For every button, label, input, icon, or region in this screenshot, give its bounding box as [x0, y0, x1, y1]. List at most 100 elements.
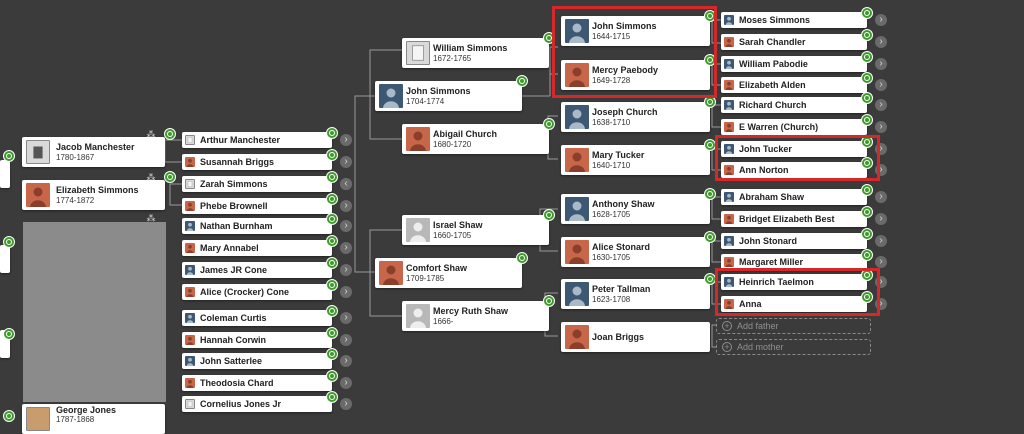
- record-hint-icon[interactable]: [861, 249, 873, 261]
- record-hint-icon[interactable]: [326, 391, 338, 403]
- record-hint-icon[interactable]: [861, 157, 873, 169]
- collapse-chevron-left-icon[interactable]: ‹: [340, 178, 352, 190]
- person-card-bridget-elizabeth-best[interactable]: Bridget Elizabeth Best: [721, 211, 867, 227]
- record-hint-icon[interactable]: [164, 128, 176, 140]
- person-card-george-jones[interactable]: George Jones 1787-1868: [22, 404, 165, 434]
- expand-chevron-right-icon[interactable]: ›: [340, 220, 352, 232]
- record-hint-icon[interactable]: [326, 127, 338, 139]
- person-card-theodosia-chard[interactable]: Theodosia Chard: [182, 375, 332, 391]
- expand-chevron-right-icon[interactable]: ›: [875, 235, 887, 247]
- person-card-sarah-chandler[interactable]: Sarah Chandler: [721, 34, 867, 50]
- record-hint-icon[interactable]: [704, 54, 716, 66]
- expand-chevron-right-icon[interactable]: ›: [340, 334, 352, 346]
- record-hint-icon[interactable]: [861, 92, 873, 104]
- add-father-button[interactable]: + Add father: [716, 318, 871, 334]
- person-card-mary-annabel[interactable]: Mary Annabel: [182, 240, 332, 256]
- record-hint-icon[interactable]: [326, 149, 338, 161]
- add-mother-button[interactable]: + Add mother: [716, 339, 871, 355]
- record-hint-icon[interactable]: [543, 118, 555, 130]
- record-hint-icon[interactable]: [326, 279, 338, 291]
- person-card-joan-briggs[interactable]: Joan Briggs: [561, 322, 710, 352]
- expand-chevron-right-icon[interactable]: ›: [875, 256, 887, 268]
- expand-chevron-right-icon[interactable]: ›: [875, 213, 887, 225]
- expand-chevron-right-icon[interactable]: ›: [875, 58, 887, 70]
- person-card-jacob-manchester[interactable]: Jacob Manchester 1780-1867: [22, 137, 165, 167]
- record-hint-icon[interactable]: [543, 295, 555, 307]
- expand-chevron-right-icon[interactable]: ›: [340, 286, 352, 298]
- expand-chevron-right-icon[interactable]: ›: [875, 14, 887, 26]
- person-card-anna[interactable]: Anna: [721, 296, 867, 312]
- record-hint-icon[interactable]: [326, 348, 338, 360]
- record-hint-icon[interactable]: [3, 328, 15, 340]
- person-card-richard-church[interactable]: Richard Church: [721, 97, 867, 113]
- record-hint-icon[interactable]: [326, 235, 338, 247]
- record-hint-icon[interactable]: [704, 188, 716, 200]
- person-card-cornelius-jones-jr[interactable]: Cornelius Jones Jr: [182, 396, 332, 412]
- person-card-john-tucker[interactable]: John Tucker: [721, 141, 867, 157]
- person-card-margaret-miller[interactable]: Margaret Miller: [721, 254, 867, 270]
- person-card-elizabeth-simmons[interactable]: Elizabeth Simmons 1774-1872: [22, 180, 165, 210]
- person-card-susannah-briggs[interactable]: Susannah Briggs: [182, 154, 332, 170]
- record-hint-icon[interactable]: [164, 171, 176, 183]
- person-card-alice-crocker-cone[interactable]: Alice (Crocker) Cone: [182, 284, 332, 300]
- expand-chevron-right-icon[interactable]: ›: [340, 312, 352, 324]
- person-card-william-pabodie[interactable]: William Pabodie: [721, 56, 867, 72]
- record-hint-icon[interactable]: [326, 213, 338, 225]
- person-card-e-warren-church[interactable]: E Warren (Church): [721, 119, 867, 135]
- person-card-phebe-brownell[interactable]: Phebe Brownell: [182, 198, 332, 214]
- record-hint-icon[interactable]: [326, 171, 338, 183]
- person-card-john-stonard[interactable]: John Stonard: [721, 233, 867, 249]
- expand-chevron-right-icon[interactable]: ›: [875, 191, 887, 203]
- record-hint-icon[interactable]: [861, 206, 873, 218]
- person-card-abraham-shaw[interactable]: Abraham Shaw: [721, 189, 867, 205]
- expand-chevron-right-icon[interactable]: ›: [340, 355, 352, 367]
- person-card-offscreen[interactable]: [0, 330, 10, 358]
- person-card-ann-norton[interactable]: Ann Norton: [721, 162, 867, 178]
- person-card-arthur-manchester[interactable]: Arthur Manchester: [182, 132, 332, 148]
- person-card-coleman-curtis[interactable]: Coleman Curtis: [182, 310, 332, 326]
- record-hint-icon[interactable]: [861, 29, 873, 41]
- record-hint-icon[interactable]: [326, 370, 338, 382]
- record-hint-icon[interactable]: [326, 257, 338, 269]
- record-hint-icon[interactable]: [3, 150, 15, 162]
- record-hint-icon[interactable]: [3, 410, 15, 422]
- descendants-icon[interactable]: ⁂: [146, 172, 156, 182]
- expand-chevron-right-icon[interactable]: ›: [875, 121, 887, 133]
- record-hint-icon[interactable]: [543, 209, 555, 221]
- record-hint-icon[interactable]: [704, 139, 716, 151]
- record-hint-icon[interactable]: [3, 236, 15, 248]
- person-card-offscreen[interactable]: [0, 245, 10, 273]
- person-card-james-jr-cone[interactable]: James JR Cone: [182, 262, 332, 278]
- expand-chevron-right-icon[interactable]: ›: [340, 156, 352, 168]
- record-hint-icon[interactable]: [861, 51, 873, 63]
- descendants-icon[interactable]: ⁂: [146, 129, 156, 139]
- expand-chevron-right-icon[interactable]: ›: [340, 242, 352, 254]
- person-card-moses-simmons[interactable]: Moses Simmons: [721, 12, 867, 28]
- expand-chevron-right-icon[interactable]: ›: [875, 79, 887, 91]
- expand-chevron-right-icon[interactable]: ›: [340, 264, 352, 276]
- expand-chevron-right-icon[interactable]: ›: [340, 398, 352, 410]
- record-hint-icon[interactable]: [861, 114, 873, 126]
- person-card-nathan-burnham[interactable]: Nathan Burnham: [182, 218, 332, 234]
- expand-chevron-right-icon[interactable]: ›: [875, 99, 887, 111]
- record-hint-icon[interactable]: [704, 273, 716, 285]
- record-hint-icon[interactable]: [861, 72, 873, 84]
- record-hint-icon[interactable]: [326, 305, 338, 317]
- person-card-elizabeth-alden[interactable]: Elizabeth Alden: [721, 77, 867, 93]
- person-card-zarah-simmons[interactable]: Zarah Simmons: [182, 176, 332, 192]
- record-hint-icon[interactable]: [326, 327, 338, 339]
- record-hint-icon[interactable]: [861, 184, 873, 196]
- record-hint-icon[interactable]: [516, 252, 528, 264]
